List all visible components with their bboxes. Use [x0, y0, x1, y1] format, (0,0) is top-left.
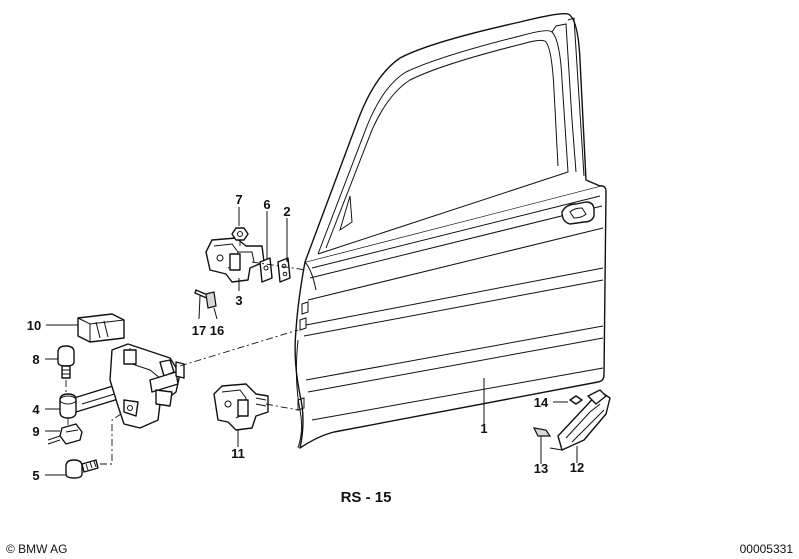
callout-4: 4	[32, 402, 40, 417]
front-door-shell	[294, 12, 607, 449]
door-seal-guide	[549, 389, 611, 451]
callout-7: 7	[235, 192, 242, 207]
copyright-notice: © BMW AG	[6, 542, 68, 556]
guide-clip	[532, 427, 552, 437]
callout-12: 12	[570, 460, 584, 475]
hex-nut	[231, 227, 249, 241]
callout-3: 3	[235, 293, 242, 308]
lower-door-hinge	[213, 383, 269, 431]
door-check-strap	[73, 343, 185, 429]
callout-6: 6	[263, 197, 270, 212]
callout-11: 11	[231, 446, 245, 461]
callout-1: 1	[480, 421, 487, 436]
rubber-bushing	[59, 393, 77, 419]
rubber-buffer	[77, 313, 125, 343]
clip-nut	[569, 395, 583, 405]
callout-9: 9	[32, 424, 39, 439]
callout-13: 13	[534, 461, 548, 476]
image-number: 00005331	[740, 542, 794, 556]
diagram-caption: RS - 15	[341, 489, 392, 506]
leader-lines	[45, 207, 578, 476]
hex-bolt	[57, 345, 75, 379]
callout-14: 14	[534, 395, 549, 410]
callout-8: 8	[32, 352, 39, 367]
spring-clip	[47, 423, 83, 445]
callout-10: 10	[27, 318, 41, 333]
callout-2: 2	[283, 204, 290, 219]
tapping-plate	[277, 257, 291, 283]
assembly-lines	[65, 240, 307, 465]
callout-5: 5	[32, 468, 39, 483]
shim-plate	[259, 257, 273, 283]
callout-17: 17	[192, 323, 206, 338]
hex-screw	[65, 459, 99, 479]
upper-door-hinge	[205, 237, 265, 283]
shim-small	[205, 291, 217, 309]
callout-16: 16	[210, 323, 224, 338]
callout-labels: 1 2 3 4 5 6 7 8 9 10 11 12 13 14 16 17	[27, 192, 584, 483]
